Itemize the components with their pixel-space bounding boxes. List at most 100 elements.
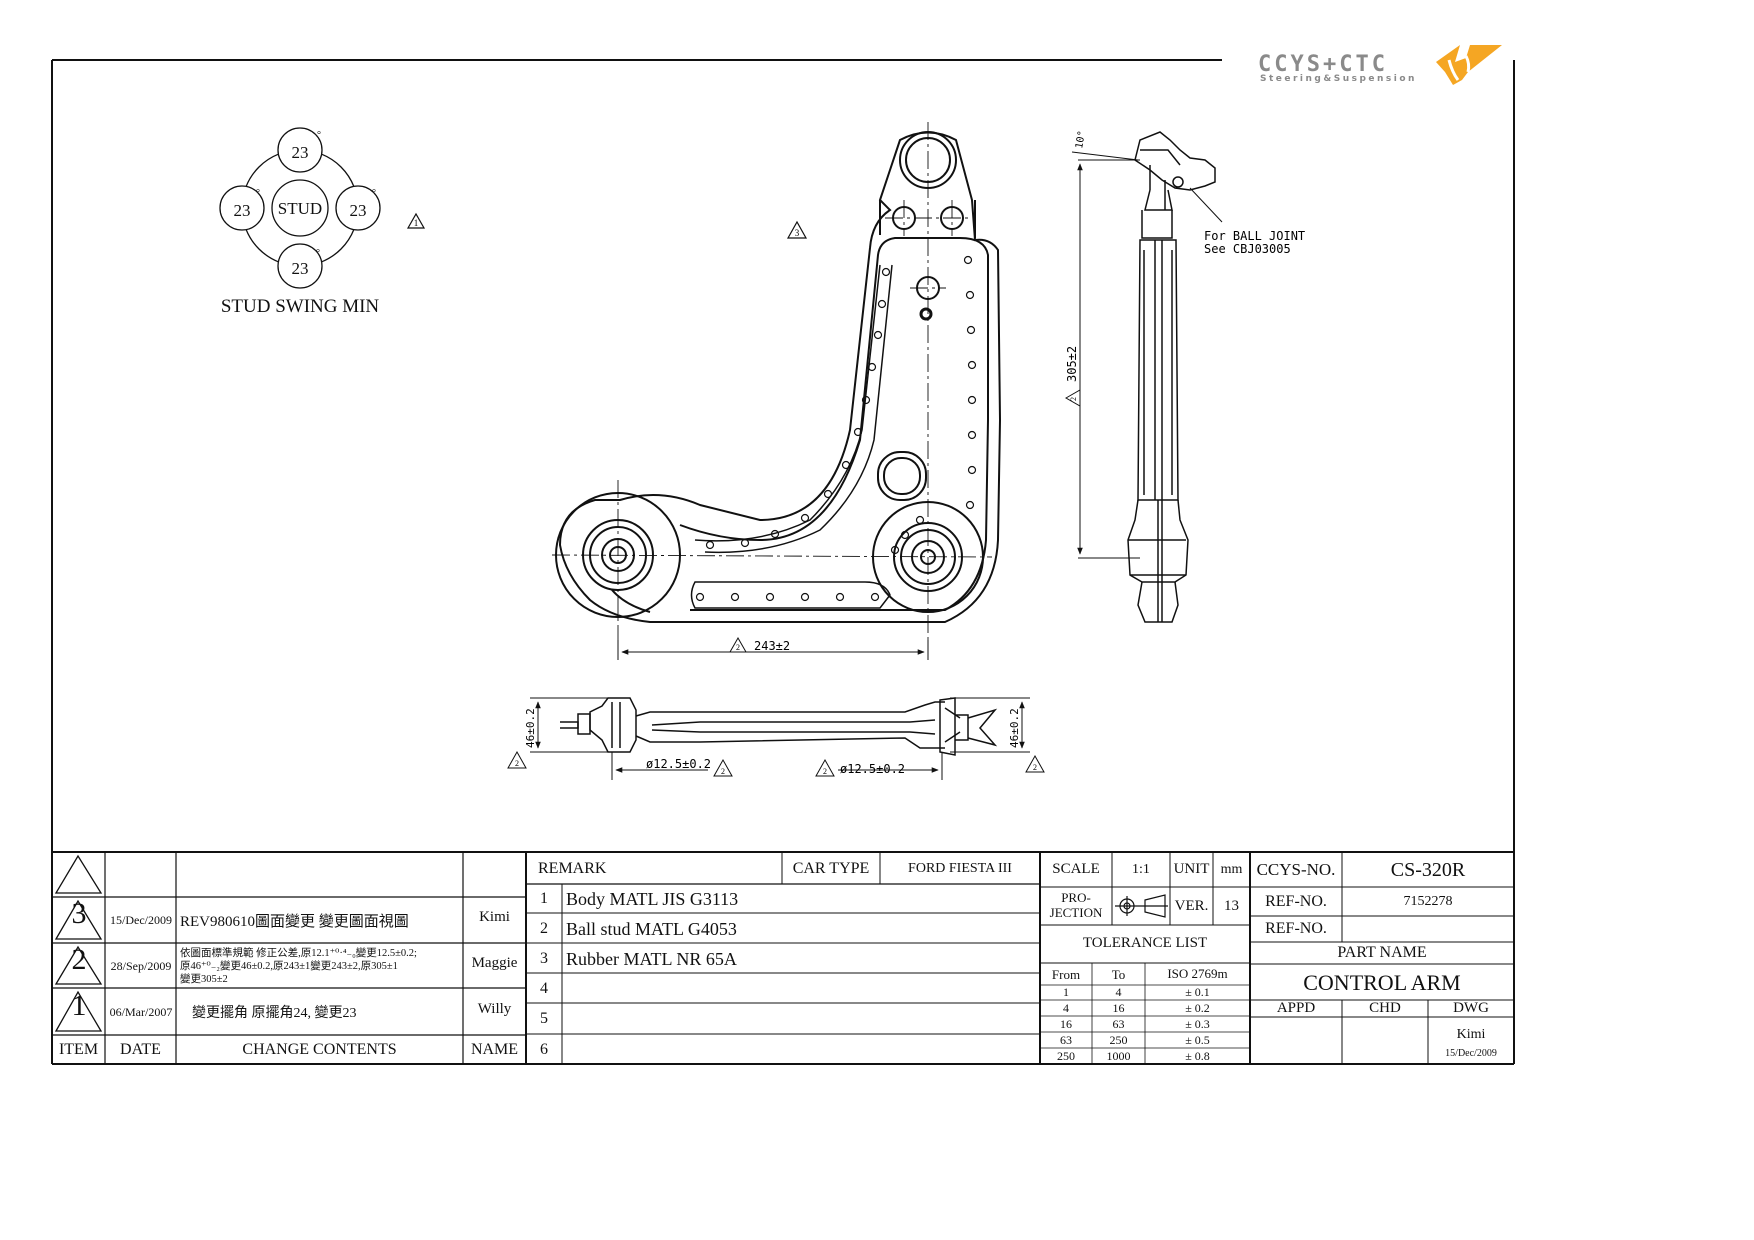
height-dimension-label: 305±2	[1065, 346, 1079, 382]
svg-text:°: °	[317, 130, 321, 141]
col-header-date: DATE	[120, 1041, 161, 1058]
projection-symbol-icon	[1115, 894, 1168, 918]
rev1-name: Willy	[477, 1001, 512, 1017]
remark-header: REMARK	[538, 860, 607, 877]
control-arm-bottom-view	[560, 697, 998, 756]
ccys-no-value: CS-320R	[1390, 859, 1466, 881]
svg-text:1: 1	[414, 218, 419, 228]
col-header-item: ITEM	[58, 1041, 99, 1058]
logo-tagline: Steering&Suspension	[1260, 74, 1417, 84]
tolerance-header-from: From	[1051, 967, 1081, 982]
ccys-no-label: CCYS-NO.	[1256, 860, 1336, 879]
left-bore-dimension-label: ø12.5±0.2	[646, 757, 711, 771]
tolerance-row: 1 4 ± 0.1	[1063, 985, 1210, 999]
ref-no-label-2: REF-NO.	[1265, 920, 1327, 937]
stud-swing-diagram	[219, 127, 381, 289]
rivet-holes	[695, 255, 977, 602]
revision-triangle-icon	[54, 990, 103, 1032]
rev2-name: Maggie	[471, 955, 518, 971]
rev1-item: 1	[71, 989, 87, 1022]
rev3-date: 15/Dec/2009	[110, 913, 172, 927]
svg-text:°: °	[256, 188, 260, 199]
revision-triangle-icon	[54, 899, 103, 940]
width-dimension	[617, 636, 929, 660]
dwg-date: 15/Dec/2009	[1445, 1048, 1497, 1059]
ref-no-value-1: 7152278	[1403, 894, 1453, 909]
rev3-item: 3	[71, 897, 87, 930]
revision-triangle-icon: 1	[406, 212, 426, 229]
remark-row-5-no: 5	[540, 1010, 548, 1027]
remark-row-2-text: Ball stud MATL G4053	[566, 919, 737, 939]
unit-value: mm	[1220, 862, 1243, 877]
svg-text:2: 2	[736, 643, 740, 652]
stud-circle	[271, 179, 329, 237]
rev3-contents: REV980610圖面變更 變更圖面視圖	[180, 914, 409, 930]
right-height-dimension-label: 46±0.2	[1008, 708, 1021, 748]
tolerance-row: 16 63 ± 0.3	[1060, 1017, 1210, 1031]
stud-bottom-value: 23	[292, 259, 309, 278]
tolerance-row: 63 250 ± 0.5	[1060, 1033, 1210, 1047]
car-type-label: CAR TYPE	[792, 860, 870, 877]
svg-text:°: °	[372, 188, 376, 199]
scale-label: SCALE	[1052, 861, 1100, 877]
revision-triangle-icon: 3	[786, 220, 808, 239]
dwg-label: DWG	[1453, 1000, 1489, 1016]
part-name-value: CONTROL ARM	[1303, 970, 1461, 995]
rev2-contents-line1: 依圖面標準規範 修正公差,原12.1⁺⁰·⁴₋₀變更12.5±0.2;	[180, 948, 417, 959]
side-view-dimensions	[1064, 151, 1223, 559]
width-dimension-label: 243±2	[754, 639, 790, 653]
stud-center-label: STUD	[278, 199, 322, 218]
drawing-sheet: CCYS+CTC Steering&Suspension STUD 23 ° 2…	[51, 45, 1515, 1065]
revision-triangle-icon	[54, 854, 103, 894]
projection-label-2: JECTION	[1049, 905, 1103, 920]
tolerance-title: TOLERANCE LIST	[1082, 935, 1208, 951]
remark-row-6-no: 6	[540, 1041, 548, 1058]
rev1-contents: 變更擺角 原擺角24, 變更23	[192, 1006, 357, 1021]
svg-text:2: 2	[823, 767, 827, 776]
scale-value: 1:1	[1132, 862, 1150, 877]
rev2-contents-line2: 原46⁺⁰₋₂變更46±0.2,原243±1變更243±2,原305±1	[180, 961, 398, 972]
rev2-item: 2	[71, 943, 87, 976]
tolerance-row: 4 16 ± 0.2	[1063, 1001, 1210, 1015]
company-logo: CCYS+CTC Steering&Suspension	[1258, 45, 1502, 85]
svg-text:2: 2	[1069, 397, 1078, 401]
svg-text:°: °	[316, 248, 320, 259]
revision-item-triangles	[54, 854, 103, 1032]
col-header-name: NAME	[470, 1041, 519, 1058]
stud-left-value: 23	[234, 201, 251, 220]
part-name-label: PART NAME	[1337, 944, 1427, 961]
ball-joint-note-1: For BALL JOINT	[1204, 229, 1305, 243]
remark-row-2-no: 2	[540, 920, 548, 937]
rev3-name: Kimi	[479, 909, 510, 925]
projection-label-1: PRO-	[1061, 890, 1091, 905]
svg-text:2: 2	[1033, 763, 1037, 772]
chd-label: CHD	[1369, 1000, 1401, 1016]
logo-brand-text: CCYS+CTC	[1258, 52, 1388, 77]
remark-row-3-no: 3	[540, 950, 548, 967]
unit-label: UNIT	[1173, 861, 1210, 877]
tolerance-header-iso: ISO 2769m	[1167, 966, 1228, 981]
angle-dimension-label: 10°	[1074, 130, 1088, 150]
ver-value: 13	[1224, 898, 1239, 914]
car-type-value: FORD FIESTA III	[908, 861, 1012, 876]
revision-triangle-icon	[54, 945, 103, 985]
stud-top-value: 23	[292, 143, 309, 162]
remark-row-1-no: 1	[540, 890, 548, 907]
svg-text:2: 2	[515, 759, 519, 768]
stud-right-value: 23	[350, 201, 367, 220]
appd-label: APPD	[1276, 1000, 1316, 1016]
rev1-date: 06/Mar/2007	[109, 1005, 173, 1019]
remark-row-1-text: Body MATL JIS G3113	[566, 889, 739, 909]
svg-text:3: 3	[795, 228, 800, 238]
ref-no-label-1: REF-NO.	[1265, 893, 1327, 910]
center-lines	[551, 122, 993, 650]
stud-swing-labels: STUD 23 ° 23 ° 23 ° 23 ° STUD SWING MIN	[221, 130, 380, 317]
rev2-date: 28/Sep/2009	[110, 959, 172, 973]
tolerance-header-to: To	[1111, 967, 1126, 982]
remark-row-3-text: Rubber MATL NR 65A	[566, 949, 737, 969]
bottom-view-dimensions	[507, 697, 1045, 780]
remark-row-4-no: 4	[540, 980, 548, 997]
svg-text:2: 2	[721, 767, 725, 776]
right-bore-dimension-label: ø12.5±0.2	[840, 762, 905, 776]
left-height-dimension-label: 46±0.2	[524, 708, 537, 748]
